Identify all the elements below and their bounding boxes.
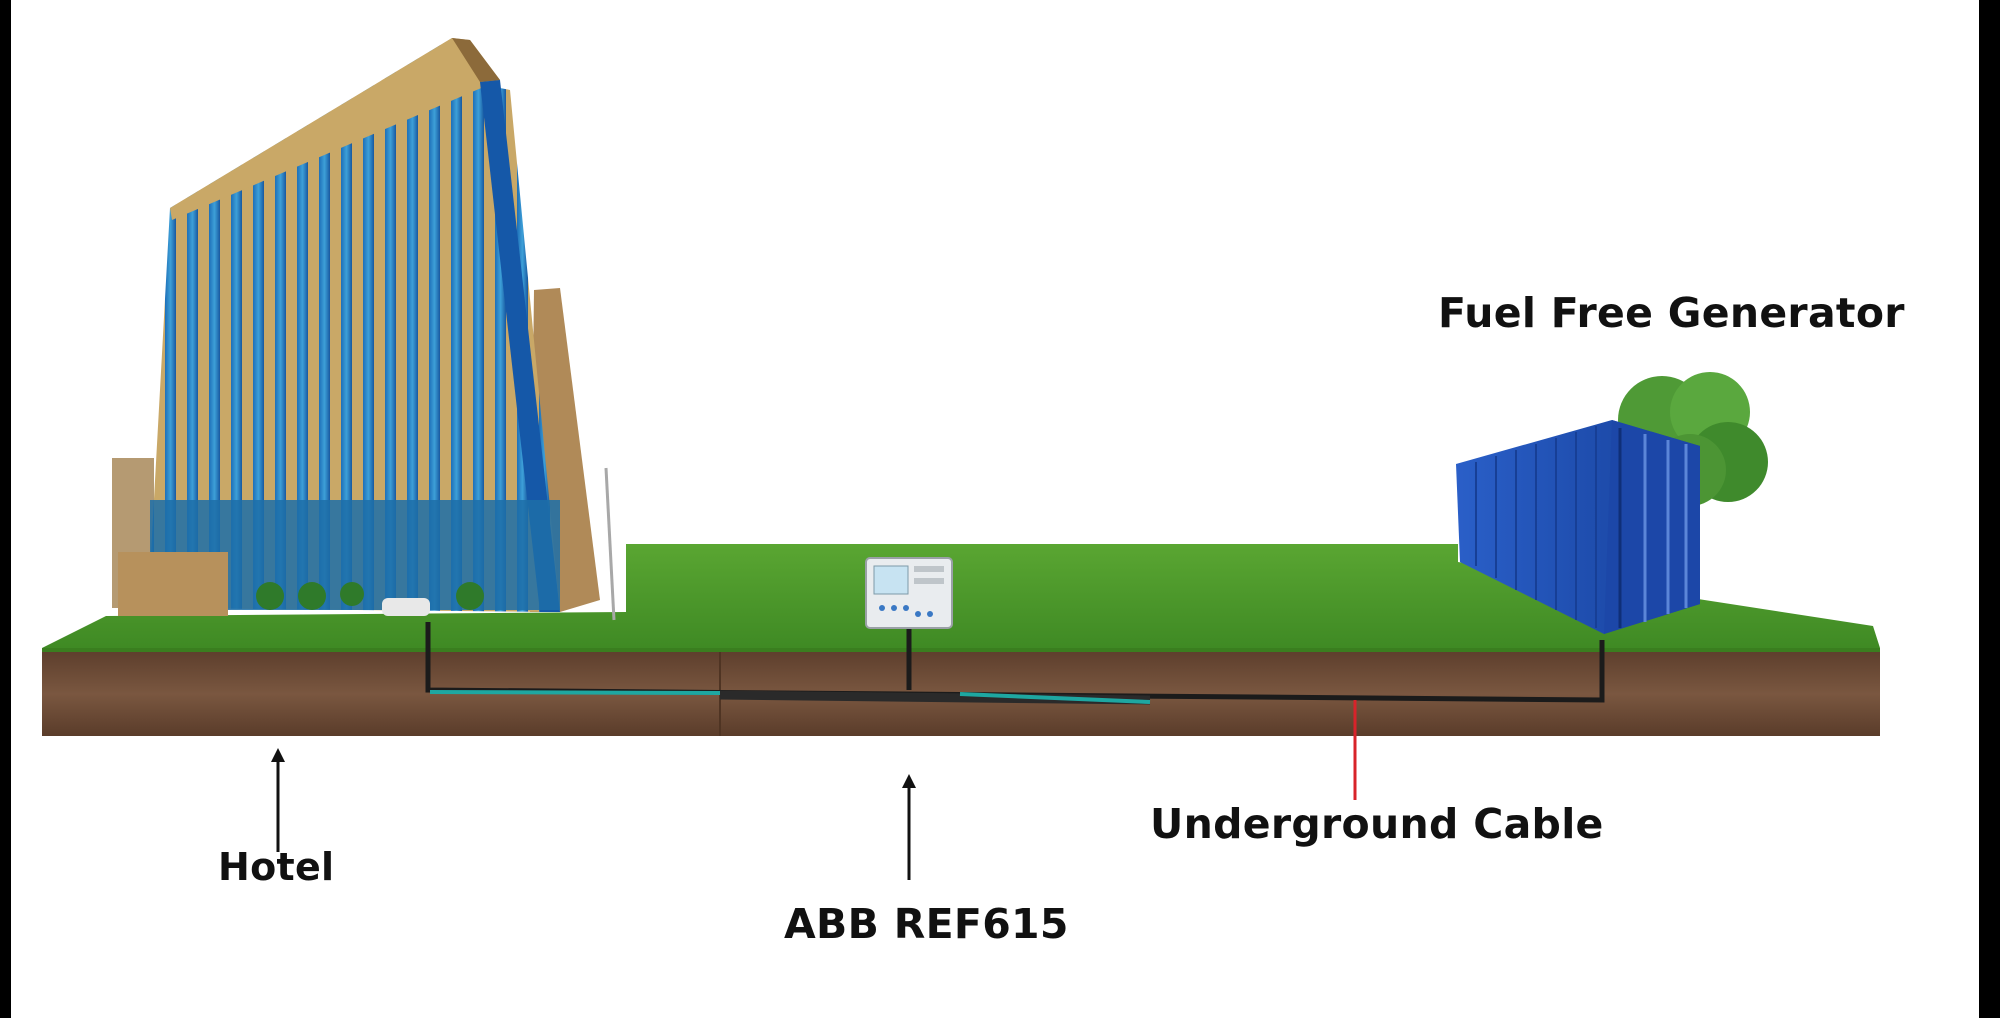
protection-relay-icon (865, 557, 953, 629)
generator-label: Fuel Free Generator (1438, 289, 1905, 337)
shipping-container-generator-icon (1456, 420, 1700, 634)
hotel-label: Hotel (218, 845, 335, 889)
underground-cable (425, 622, 1605, 705)
underground-cable-label: Underground Cable (1150, 800, 1604, 848)
relay-label: ABB REF615 (784, 900, 1069, 948)
relay-pointer-arrow (902, 774, 916, 880)
hotel-pointer-arrow (271, 748, 285, 852)
hotel-building-icon (112, 38, 616, 621)
